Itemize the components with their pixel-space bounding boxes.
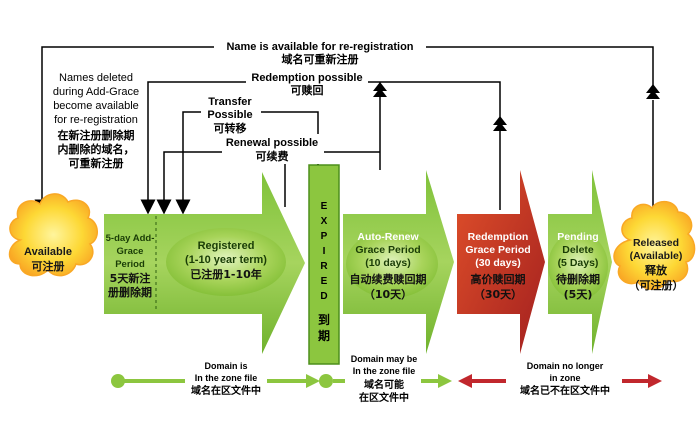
add-grace-deleted-note: Names deleted during Add-Grace become av…	[53, 72, 139, 170]
available-label-cn: 可注册	[32, 259, 65, 273]
zone-not-label-2: in zone	[550, 373, 581, 383]
pending-line: Pending	[557, 231, 598, 243]
auto-renew-line-cn: 自动续费赎回期	[350, 272, 427, 286]
add-grace-line: 5-day Add-	[106, 233, 155, 244]
zone-maybe-label-2: In the zone file	[353, 366, 416, 376]
released-cloud	[613, 200, 696, 290]
registered-arrow	[104, 172, 305, 354]
expired-letter: X	[321, 216, 328, 227]
expired-letter: E	[321, 276, 328, 287]
redemption-line: Grace Period	[465, 244, 530, 256]
available-label: Available	[24, 246, 72, 258]
pending-line-cn: 待删除期	[555, 272, 600, 286]
released-line-cn: 释放	[645, 263, 668, 277]
add-grace-line: Period	[115, 259, 145, 270]
pending-delete-label: Pending Delete (5 Days) 待删除期 (5天)	[555, 231, 600, 301]
add-grace-line-cn: 册删除期	[108, 285, 152, 299]
zone-in-label-2: In the zone file	[195, 373, 258, 383]
renewal-label-cn: 可续费	[256, 149, 289, 163]
released-line: Released	[633, 237, 679, 249]
registered-label: Registered (1-10 year term) 已注册1-10年	[185, 240, 267, 281]
zone-not-label: Domain no longer	[527, 361, 604, 371]
redemption-line: (30 days)	[475, 257, 521, 269]
reregistration-label-cn: 域名可重新注册	[282, 52, 359, 66]
redemption-possible-label: Redemption possible	[251, 72, 362, 84]
zone-line-not-left	[458, 374, 506, 388]
redemption-possible-label-cn: 可赎回	[291, 83, 324, 97]
zone-not-label-cn: 域名已不在区文件中	[520, 384, 610, 397]
note-line-cn: 可重新注册	[69, 156, 124, 170]
transfer-label-2: Possible	[207, 109, 252, 121]
auto-renew-line: Grace Period	[355, 244, 420, 256]
note-line: Names deleted	[59, 72, 133, 84]
registered-line: (1-10 year term)	[185, 254, 267, 266]
redemption-line: Redemption	[468, 231, 529, 243]
auto-renew-arrow	[343, 170, 454, 354]
expired-char: 到	[318, 312, 330, 327]
note-line-cn: 在新注册删除期	[58, 128, 135, 142]
transfer-label: Transfer	[208, 96, 252, 108]
note-line: become available	[53, 100, 139, 112]
released-line: (Available)	[630, 250, 683, 262]
expired-letter: D	[320, 291, 327, 302]
reregistration-label: Name is available for re-registration	[226, 41, 413, 53]
auto-renew-line-cn: （10天）	[364, 288, 412, 301]
pending-line-cn: (5天)	[564, 288, 593, 301]
expired-char: 期	[318, 328, 330, 343]
pending-line: (5 Days)	[558, 257, 599, 269]
pending-line: Delete	[562, 244, 594, 256]
auto-renew-label: Auto-Renew Grace Period (10 days) 自动续费赎回…	[350, 231, 427, 301]
renewal-label: Renewal possible	[226, 137, 318, 149]
note-line: for re-registration	[54, 114, 138, 126]
zone-maybe-label: Domain may be	[351, 354, 418, 364]
redemption-line-cn: （30天）	[474, 288, 522, 301]
expired-bar	[308, 164, 340, 365]
zone-maybe-label-cn-2: 在区文件中	[359, 391, 409, 404]
expired-letter: E	[321, 201, 328, 212]
expired-letter: P	[321, 231, 328, 242]
zone-maybe-label-cn: 域名可能	[364, 378, 404, 391]
add-grace-label: 5-day Add- Grace Period 5天新注 册删除期	[106, 233, 155, 299]
registered-line: Registered	[198, 240, 255, 252]
released-label: Released (Available) 释放 （可注册）	[629, 237, 684, 292]
note-line: during Add-Grace	[53, 86, 139, 98]
auto-renew-line: (10 days)	[365, 257, 411, 269]
expired-letter: I	[323, 246, 326, 257]
expired-label: E X P I R E D 到 期	[318, 201, 330, 343]
transfer-label-cn: 可转移	[214, 121, 247, 135]
redemption-line-cn: 高价赎回期	[471, 272, 526, 286]
registered-line-cn: 已注册1-10年	[190, 267, 262, 281]
expired-letter: R	[320, 261, 328, 272]
released-line-cn: （可注册）	[629, 278, 684, 292]
add-grace-line: Grace	[117, 246, 144, 257]
zone-in-label-cn: 域名在区文件中	[191, 384, 261, 397]
zone-in-label: Domain is	[204, 361, 247, 371]
redemption-arrow	[457, 170, 545, 354]
pending-delete-arrow	[548, 170, 612, 354]
available-cloud	[8, 193, 98, 277]
zone-line-not-right	[622, 374, 662, 388]
note-line-cn: 内删除的域名，	[58, 142, 135, 156]
redemption-label: Redemption Grace Period (30 days) 高价赎回期 …	[465, 231, 530, 301]
auto-renew-line: Auto-Renew	[357, 231, 419, 243]
add-grace-line-cn: 5天新注	[110, 271, 151, 285]
